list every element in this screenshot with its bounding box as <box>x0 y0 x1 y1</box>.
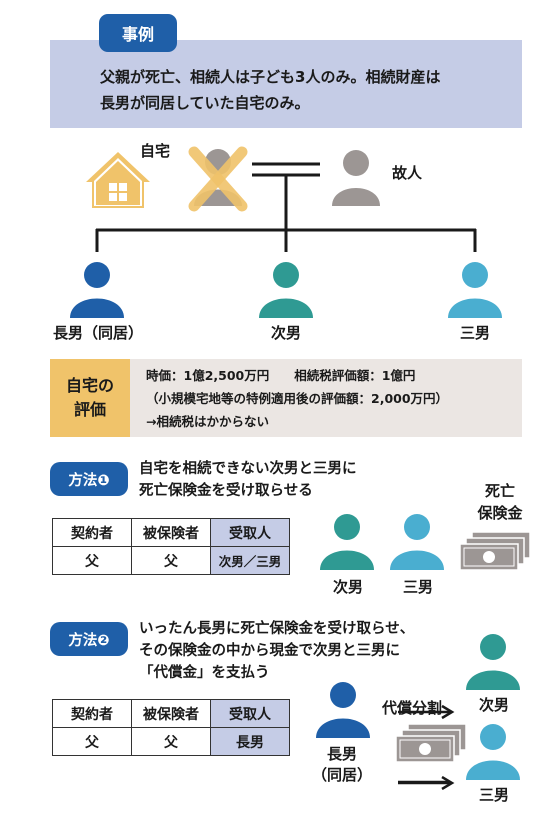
method2-line-1: いったん長男に死亡保険金を受け取らせ、 <box>139 621 415 637</box>
method2-money-icon <box>395 723 467 763</box>
method2-payer-line-2: （同居） <box>311 766 372 784</box>
method1-line-1: 自宅を相続できない次男と三男に <box>139 461 357 477</box>
method1-person-b-label: 三男 <box>402 578 433 596</box>
method1-description: 自宅を相続できない次男と三男に 死亡保険金を受け取らせる <box>139 458 357 502</box>
cell-contractor: 父 <box>52 546 132 575</box>
method2-receiver-a-label: 次男 <box>478 696 509 714</box>
table-row: 父 父 次男／三男 <box>52 546 290 575</box>
home-label: 自宅 <box>140 142 171 160</box>
method2-payer-label: 長男 （同居） <box>306 744 378 786</box>
header-beneficiary: 受取人 <box>210 699 290 728</box>
transfer-label: 代償分割 <box>382 699 443 717</box>
method1-table: 契約者 被保険者 受取人 父 父 次男／三男 <box>52 518 290 575</box>
cell-beneficiary: 長男 <box>210 727 290 756</box>
method2-description: いったん長男に死亡保険金を受け取らせ、 その保険金の中から現金で次男と三男に 「… <box>139 618 414 684</box>
insurance-label-line-1: 死亡 <box>484 482 515 500</box>
evaluation-tag: 自宅の 評価 <box>50 359 130 437</box>
evaluation-tag-line-1: 自宅の <box>65 376 114 395</box>
child1-person-icon <box>70 262 124 318</box>
table-header-row: 契約者 被保険者 受取人 <box>52 518 290 547</box>
header-insured: 被保険者 <box>131 699 211 728</box>
case-line-1: 父親が死亡、相続人は子ども3人のみ。相続財産は <box>100 68 441 86</box>
case-box <box>50 40 522 128</box>
evaluation-tag-line-2: 評価 <box>73 400 106 419</box>
method2-line-3: 「代償金」を支払う <box>139 665 270 681</box>
case-tag: 事例 <box>99 14 177 52</box>
method1-line-2: 死亡保険金を受け取らせる <box>139 483 313 499</box>
arrow-right-icon <box>398 704 455 720</box>
cell-beneficiary: 次男／三男 <box>210 546 290 575</box>
method2-payer-line-1: 長男 <box>326 745 357 763</box>
method1-icons <box>320 514 531 571</box>
child2-label: 次男 <box>270 324 301 342</box>
method2-payer-icon <box>316 682 370 738</box>
method1-person-a-label: 次男 <box>332 578 363 596</box>
method1-person-b-icon <box>390 514 444 570</box>
method2-line-2: その保険金の中から現金で次男と三男に <box>139 643 400 659</box>
insurance-label-line-2: 保険金 <box>477 504 523 522</box>
method1-person-a-icon <box>320 514 374 570</box>
case-line-2: 長男が同居していた自宅のみ。 <box>100 94 310 112</box>
insurance-label: 死亡 保険金 <box>470 480 530 524</box>
evaluation-details: 時価：1億2,500万円 相続税評価額：1億円 （小規模宅地等の特例適用後の評価… <box>146 364 448 433</box>
method2-receiver-b-icon <box>466 724 520 780</box>
header-contractor: 契約者 <box>52 699 132 728</box>
family-tree <box>70 146 502 318</box>
father-icon <box>188 146 248 212</box>
method2-tag: 方法❷ <box>50 622 128 656</box>
header-insured: 被保険者 <box>131 518 211 547</box>
header-beneficiary: 受取人 <box>210 518 290 547</box>
child3-person-icon <box>448 262 502 318</box>
header-contractor: 契約者 <box>52 518 132 547</box>
evaluation-line-1: 時価：1億2,500万円 相続税評価額：1億円 <box>146 368 416 383</box>
cell-contractor: 父 <box>52 727 132 756</box>
method2-table: 契約者 被保険者 受取人 父 父 長男 <box>52 699 290 756</box>
method2-receiver-b-label: 三男 <box>478 786 509 804</box>
child3-label: 三男 <box>459 324 490 342</box>
table-row: 父 父 長男 <box>52 727 290 756</box>
house-icon <box>86 152 150 208</box>
deceased-label: 故人 <box>392 164 423 182</box>
evaluation-line-2: （小規模宅地等の特例適用後の評価額：2,000万円） <box>146 391 449 406</box>
cell-insured: 父 <box>131 546 211 575</box>
method2-icons <box>316 634 520 782</box>
method1-tag: 方法❶ <box>50 462 128 496</box>
deceased-icon <box>332 150 380 206</box>
child2-person-icon <box>259 262 313 318</box>
child1-label: 長男（同居） <box>52 324 143 342</box>
method1-money-icon <box>459 531 531 571</box>
table-header-row: 契約者 被保険者 受取人 <box>52 699 290 728</box>
evaluation-line-3: →相続税はかからない <box>146 414 269 429</box>
cell-insured: 父 <box>131 727 211 756</box>
method2-receiver-a-icon <box>466 634 520 690</box>
arrow-right-icon <box>398 776 455 790</box>
case-description: 父親が死亡、相続人は子ども3人のみ。相続財産は 長男が同居していた自宅のみ。 <box>100 64 510 116</box>
